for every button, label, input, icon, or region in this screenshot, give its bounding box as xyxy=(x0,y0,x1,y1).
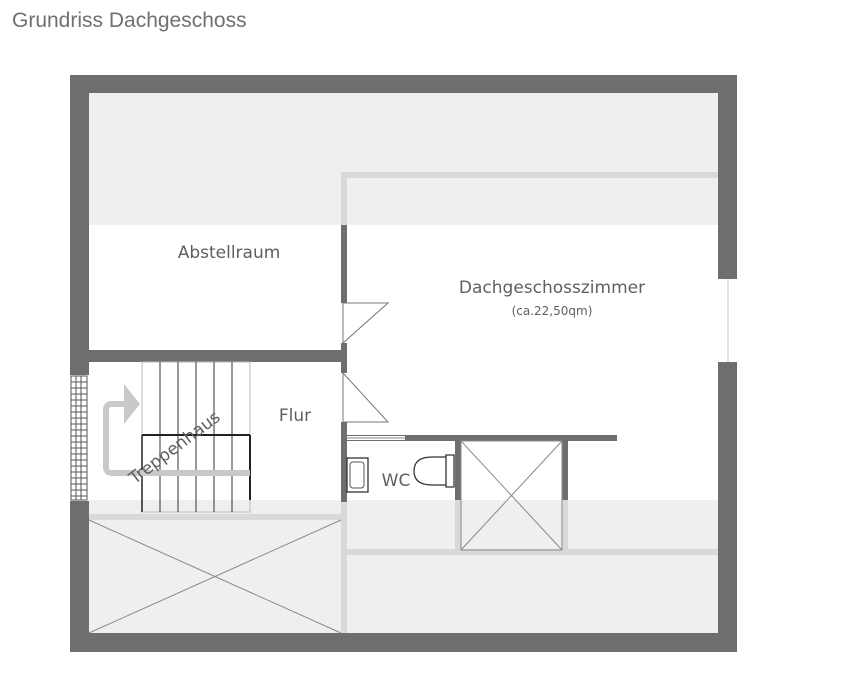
room-area-dachgeschosszimmer: (ca.22,50qm) xyxy=(512,304,593,318)
knee-wall-vertical-top xyxy=(341,172,347,228)
wall-vertical-main-mid xyxy=(341,343,347,373)
sink-inner xyxy=(349,461,365,489)
page-title: Grundriss Dachgeschoss xyxy=(12,9,247,32)
shaft-cross xyxy=(460,440,563,551)
toilet-icon xyxy=(413,454,455,488)
stair-arrow-icon xyxy=(103,401,250,476)
wall-wc-top xyxy=(347,435,617,441)
wall-wc-right xyxy=(455,435,461,501)
room-label-abstellraum: Abstellraum xyxy=(178,243,281,263)
void-cross xyxy=(88,519,342,634)
wall-shaft-right-light xyxy=(562,500,568,552)
room-label-flur: Flur xyxy=(279,406,311,426)
room-label-wc: WC xyxy=(382,471,411,491)
knee-wall-right-corridor xyxy=(341,549,718,555)
wall-vertical-main-upper xyxy=(341,225,347,303)
wall-wc-right-light xyxy=(455,500,461,552)
stair-arrow-head-icon xyxy=(124,384,140,424)
door-zimmer xyxy=(342,371,390,423)
door-abstellraum xyxy=(342,302,390,345)
wall-shaft-right xyxy=(562,435,568,501)
low-ceiling-top xyxy=(89,93,718,225)
sink-icon xyxy=(346,457,369,493)
wall-vertical-main-lower xyxy=(341,422,347,502)
wall-horizontal-abstellraum xyxy=(89,350,347,362)
room-label-dachgeschosszimmer: Dachgeschosszimmer xyxy=(459,278,645,298)
knee-wall-vertical-bottom xyxy=(341,500,347,633)
window-left-grid xyxy=(70,375,88,501)
knee-wall-left-bottom xyxy=(89,514,341,520)
knee-wall-top xyxy=(341,172,718,178)
